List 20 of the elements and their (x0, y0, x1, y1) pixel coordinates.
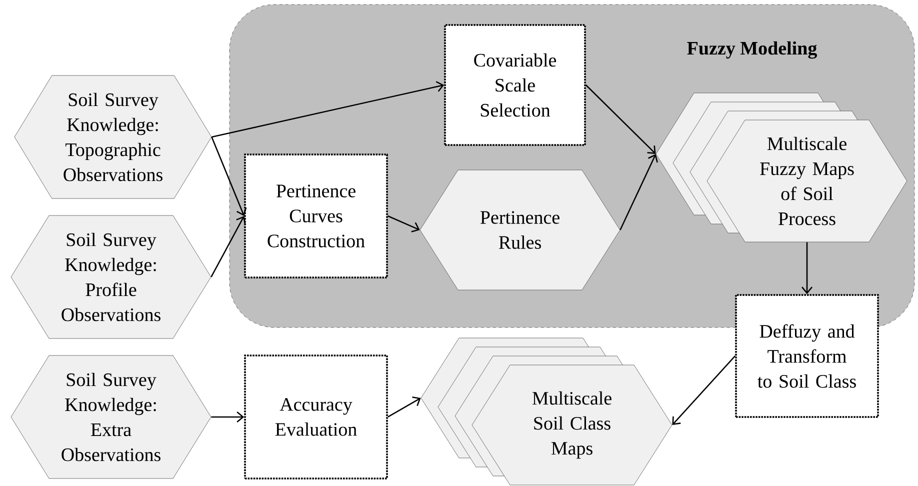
arrow (212, 81, 444, 138)
hexagon-node: Pertinence Rules (420, 170, 620, 290)
arrow (802, 242, 812, 294)
arrow (388, 215, 420, 232)
process-box: Accuracy Evaluation (244, 354, 388, 480)
arrow (585, 84, 656, 154)
arrow (210, 216, 246, 278)
hexagon-node: Soil Survey Knowledge: Topographic Observations (14, 75, 212, 199)
arrow (388, 396, 421, 418)
arrow (211, 412, 244, 422)
process-box: Deffuzy and Transform to Soil Class (735, 294, 879, 418)
hexagon-node: Soil Survey Knowledge: Profile Observations (10, 215, 212, 339)
process-box: Covariable Scale Selection (444, 24, 586, 146)
process-box: Pertinence Curves Construction (244, 154, 388, 278)
arrow (211, 136, 247, 216)
hexagon-stack: Multiscale Soil Class Maps (420, 338, 672, 486)
hexagon-node: Soil Survey Knowledge: Extra Observations (10, 355, 212, 479)
arrow (672, 356, 736, 425)
arrow (620, 154, 658, 230)
hexagon-stack: Multiscale Fuzzy Maps of Soil Process (656, 92, 908, 242)
